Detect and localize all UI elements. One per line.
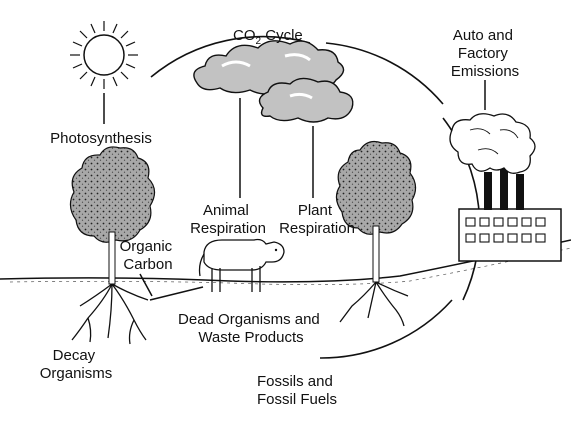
factory-icon [458,166,562,262]
fossils-label: Fossils and Fossil Fuels [257,373,337,408]
decay-organisms-label: Decay Organisms [40,347,113,382]
cow-icon [198,238,285,292]
sun-icon [70,21,138,89]
plant-respiration-label: Plant Respiration [279,202,355,237]
dead-organisms-label: Dead Organisms and Waste Products [178,311,324,346]
cycle-title: CO2 Cycle [233,27,303,47]
tree-icon [335,140,417,327]
tree-icon [69,146,156,345]
animal-respiration-label: Animal Respiration [190,202,266,237]
emissions-label: Auto and Factory Emissions [451,27,519,80]
organic-carbon-arrow [139,273,153,297]
cow-to-soil-arrow [149,286,204,301]
smoke-icon [449,113,536,174]
photosynthesis-label: Photosynthesis [50,130,152,147]
cloud-icon [193,40,354,123]
organic-carbon-label: Organic Carbon [120,238,177,273]
